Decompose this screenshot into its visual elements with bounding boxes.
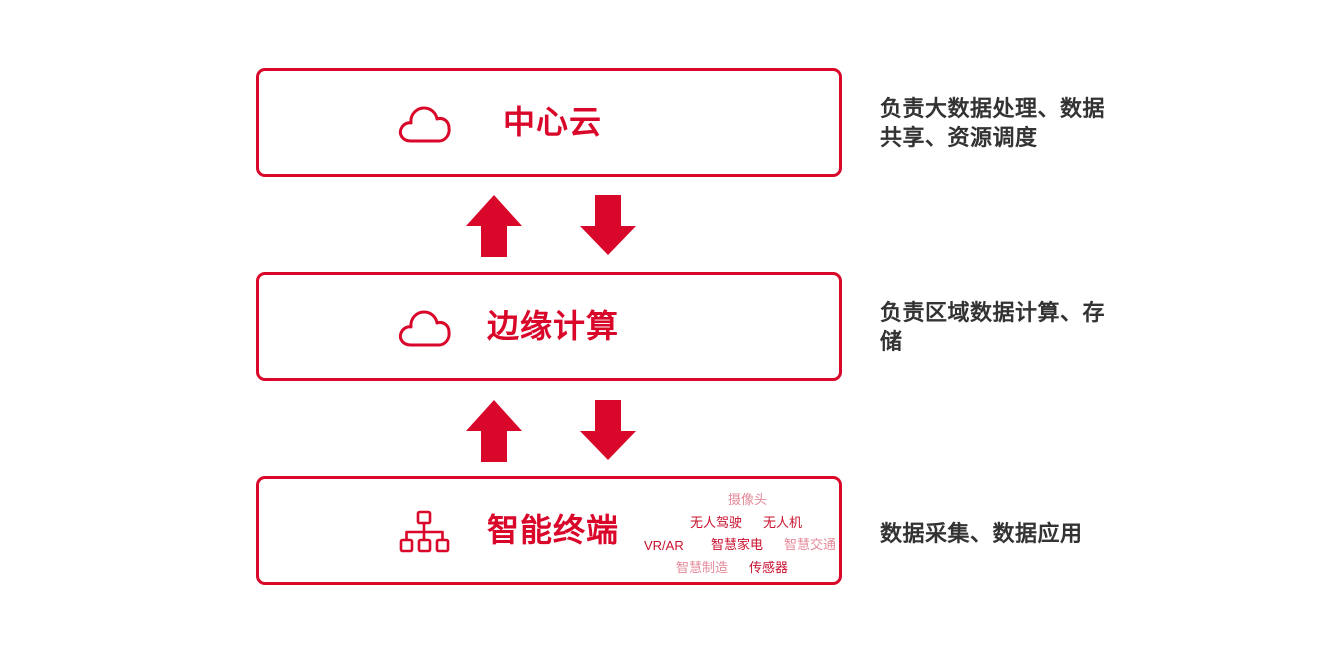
- tier-description: 数据采集、数据应用: [880, 522, 1083, 547]
- arrow-up-icon: [465, 195, 523, 257]
- device-tag: 传感器: [749, 560, 789, 575]
- network-hierarchy-icon: [399, 509, 455, 557]
- tier-title: 智能终端: [487, 511, 620, 549]
- tier-title: 边缘计算: [487, 307, 620, 345]
- device-tag: 智慧制造: [676, 560, 729, 575]
- device-tag: 无人驾驶: [690, 515, 743, 530]
- arrow-down-icon: [579, 400, 637, 462]
- device-tag: 无人机: [763, 515, 803, 530]
- tier-center-cloud: 中心云: [256, 68, 842, 177]
- tier-edge-computing: 边缘计算: [256, 272, 842, 381]
- device-tag: 智慧交通: [784, 537, 837, 552]
- device-tag: 智慧家电: [711, 537, 764, 552]
- arrow-down-icon: [579, 195, 637, 257]
- tier-title: 中心云: [503, 103, 603, 141]
- tier-smart-terminal: 智能终端 摄像头 无人驾驶 无人机 VR/AR 智慧家电 智慧交通 智慧制造 传…: [256, 476, 842, 585]
- device-tag: VR/AR: [644, 538, 684, 553]
- cloud-icon: [397, 303, 453, 351]
- cloud-icon: [397, 99, 453, 147]
- tier-description: 负责区域数据计算、存储: [880, 301, 1106, 355]
- tier-description: 负责大数据处理、数据共享、资源调度: [880, 97, 1106, 151]
- arrow-up-icon: [465, 400, 523, 462]
- device-tag: 摄像头: [728, 492, 768, 507]
